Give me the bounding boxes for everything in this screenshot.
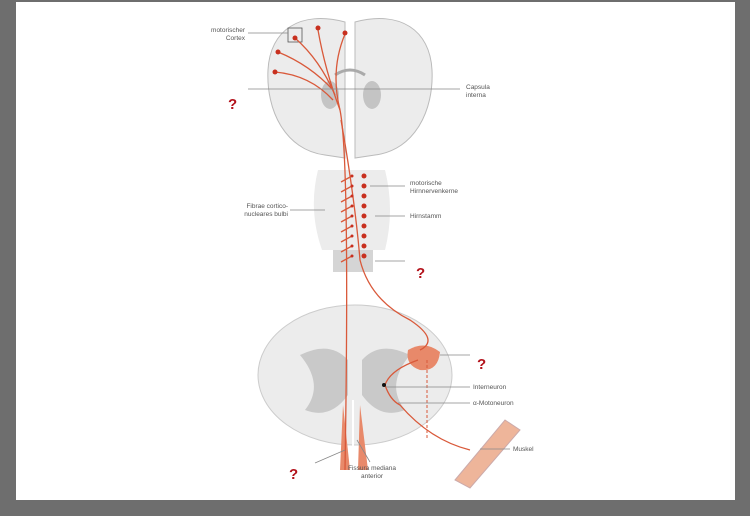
spinal-nucleus [407, 345, 440, 371]
motor-nucleus [361, 173, 367, 179]
label-fissura-2: anterior [361, 473, 384, 480]
motor-nucleus [361, 193, 367, 199]
label-motor-cortex-2: Cortex [226, 35, 246, 42]
fiber-branch [340, 185, 353, 193]
label-muscle: Muskel [513, 446, 534, 453]
fiber-branch [340, 235, 353, 243]
nucleus-dot [350, 184, 354, 188]
label-capsula-1: Capsula [466, 84, 490, 91]
fiber-branch [340, 255, 353, 263]
motor-nucleus [361, 243, 367, 249]
label-motor-nuclei-1: motorische [410, 180, 442, 187]
question-mark-3: ? [477, 356, 486, 373]
label-motor-nuclei-2: Hirnnervenkerne [410, 188, 458, 195]
motor-nucleus [361, 253, 367, 259]
label-motor-cortex-1: motorischer [211, 27, 246, 34]
question-mark-2: ? [416, 265, 425, 282]
nucleus-dot [350, 204, 354, 208]
label-fibrae-2: nucleares bulbi [244, 211, 288, 218]
question-mark-4: ? [289, 466, 298, 483]
label-fissura-1: Fissura mediana [348, 465, 396, 472]
motor-nucleus [361, 233, 367, 239]
svg-text:Fibrae cortico-nucleares bulbi: Fibrae cortico-nucleares bulbi [244, 203, 288, 218]
nucleus-dot [350, 234, 354, 238]
motor-nucleus [361, 213, 367, 219]
nucleus-dot [350, 174, 354, 178]
motor-nucleus [361, 223, 367, 229]
brain-coronal-section [267, 18, 433, 159]
fiber-branch [340, 215, 353, 223]
question-mark-1: ? [228, 96, 237, 113]
muscle-shape [454, 419, 521, 489]
nucleus-dot [350, 254, 354, 258]
label-motoneuron: α-Motoneuron [473, 400, 514, 407]
fiber-branch [340, 245, 353, 253]
cortex-box [287, 27, 303, 43]
leader-lines [248, 32, 510, 464]
nucleus-dot [350, 244, 354, 248]
fiber-branch [340, 225, 353, 233]
label-brainstem: Hirnstamm [410, 213, 441, 220]
label-interneuron: Interneuron [473, 384, 507, 391]
fiber-branch [340, 205, 353, 213]
fiber-branch [340, 175, 353, 183]
nucleus-dot [350, 224, 354, 228]
motor-nucleus [361, 183, 367, 189]
nucleus-dot [350, 194, 354, 198]
motor-nucleus [361, 203, 367, 209]
label-capsula-2: interna [466, 92, 486, 99]
label-fibrae-1: Fibrae cortico- [246, 203, 288, 210]
nucleus-dot [350, 214, 354, 218]
fiber-branch [340, 195, 353, 203]
cranial-nerve-nuclei [340, 173, 367, 263]
